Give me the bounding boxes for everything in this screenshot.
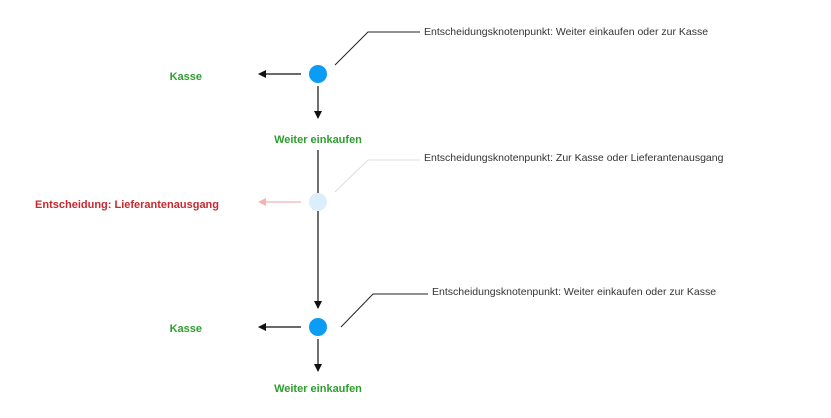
node-2-left-label: Entscheidung: Lieferantenausgang [35, 199, 219, 211]
node-1-down-label: Weiter einkaufen [274, 134, 362, 146]
node-2-callout-text: Entscheidungsknotenpunkt: Zur Kasse oder… [424, 152, 724, 164]
node-3-down-label: Weiter einkaufen [274, 383, 362, 395]
node-3-callout-text: Entscheidungsknotenpunkt: Weiter einkauf… [432, 286, 716, 298]
decision-node-2[interactable] [309, 193, 327, 211]
decision-node-3-group: Kasse Weiter einkaufen Entscheidungsknot… [170, 286, 717, 395]
callout-line-node-2 [334, 159, 420, 193]
decision-node-2-group: Entscheidung: Lieferantenausgang Entsche… [35, 152, 724, 211]
node-3-left-label: Kasse [170, 323, 202, 335]
callout-line-node-3 [340, 293, 428, 328]
decision-node-1[interactable] [309, 65, 327, 83]
decision-node-3[interactable] [309, 318, 327, 336]
node-1-callout-text: Entscheidungsknotenpunkt: Weiter einkauf… [424, 26, 708, 38]
decision-node-1-group: Kasse Weiter einkaufen Entscheidungsknot… [170, 26, 709, 146]
node-1-left-label: Kasse [170, 71, 202, 83]
callout-line-node-1 [334, 31, 420, 66]
